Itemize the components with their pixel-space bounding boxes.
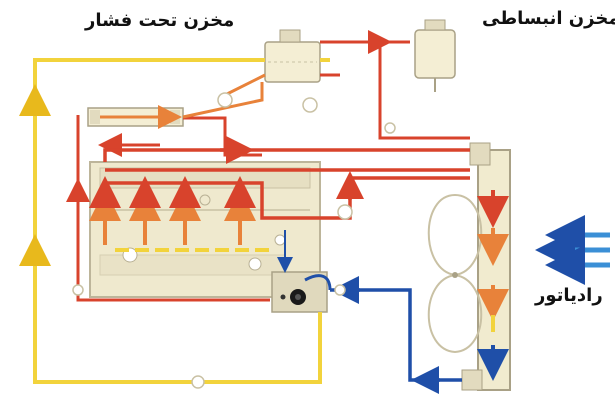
expansion-tank-label: مخزن انبساطی bbox=[482, 8, 615, 29]
engine-flow-arrows bbox=[89, 176, 332, 291]
upper-radiator-hose bbox=[103, 136, 470, 220]
water-pump bbox=[271, 271, 328, 313]
heater-core-flow bbox=[100, 73, 266, 129]
pressure-tank bbox=[264, 29, 321, 83]
lower-radiator-hose bbox=[330, 276, 462, 394]
radiator-label: رادیاتور bbox=[535, 285, 603, 306]
expansion-hoses bbox=[302, 30, 470, 140]
bypass-hose bbox=[19, 58, 330, 389]
expansion-tank bbox=[414, 19, 456, 92]
radiator-fan bbox=[427, 193, 483, 354]
pressure-tank-label: مخزن تحت فشار bbox=[85, 10, 235, 31]
airflow-arrows bbox=[535, 215, 610, 285]
